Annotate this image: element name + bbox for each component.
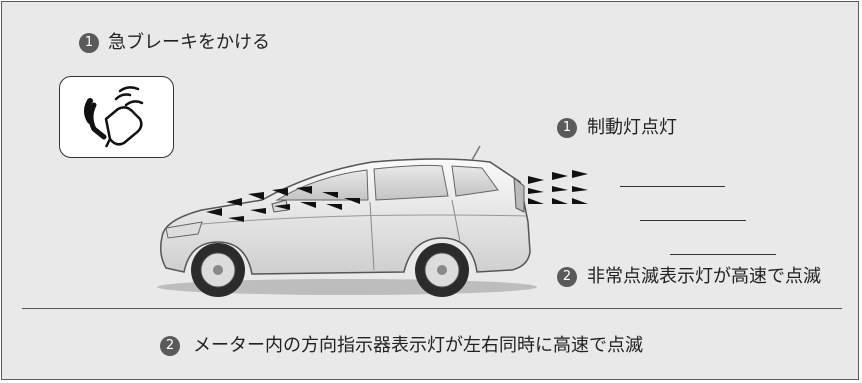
meter-indicator-label: メーター内の方向指示器表示灯が左右同時に高速で点滅 [193,335,643,356]
speed-line [640,220,746,221]
brake-light-badge: 1 [557,118,577,138]
step-1-label: 急ブレーキをかける [108,32,270,53]
step-1-badge: 1 [79,33,99,53]
hazard-badge: 2 [557,267,577,287]
flash-arrows-front [206,186,360,222]
brake-pedal-icon-box [59,76,174,158]
hazard-label: 非常点滅表示灯が高速で点滅 [587,266,821,287]
flash-arrows-rear [528,170,588,204]
speed-line [620,186,725,187]
brake-light-label: 制動灯点灯 [587,117,677,138]
brake-pedal-icon [84,86,144,148]
speed-line [670,254,776,255]
meter-badge: 2 [160,336,180,356]
section-divider [22,308,842,309]
car-illustration [157,145,537,297]
